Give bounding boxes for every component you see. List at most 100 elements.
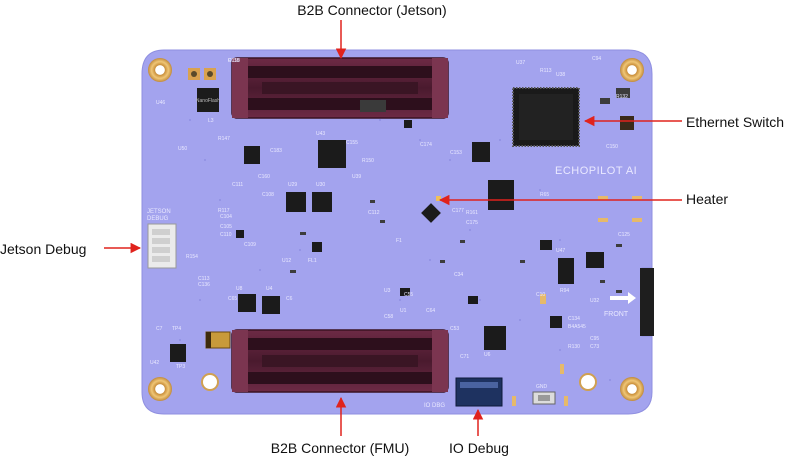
refdes-label: L3 — [208, 118, 214, 124]
refdes-label: U37 — [516, 60, 525, 66]
refdes-label: U43 — [316, 131, 325, 137]
refdes-label: C155 — [346, 140, 358, 146]
refdes-label: C113 — [198, 276, 210, 282]
refdes-label: C112 — [368, 210, 380, 216]
refdes-label: C55 — [404, 292, 413, 298]
refdes-label: B4A545 — [568, 324, 586, 330]
refdes-label: C134 — [568, 316, 580, 322]
callout-b2b-jetson: B2B Connector (Jetson) — [297, 2, 447, 18]
svg-text:NanoFlash: NanoFlash — [196, 98, 220, 104]
gnd-silk: GND — [536, 384, 548, 390]
refdes-label: C34 — [454, 272, 463, 278]
refdes-label: R65 — [540, 192, 549, 198]
jetson-debug-silk-1: JETSON — [147, 209, 171, 215]
refdes-label: C73 — [590, 344, 599, 350]
front-silk: FRONT — [604, 311, 629, 318]
passive-components — [290, 88, 642, 406]
ethernet-switch-chip — [512, 87, 580, 147]
refdes-label: U38 — [556, 72, 565, 78]
callout-io-debug: IO Debug — [449, 440, 509, 456]
refdes-label: U39 — [352, 174, 361, 180]
refdes-label: U42 — [150, 360, 159, 366]
io-dbg-silk: IO DBG — [424, 403, 445, 409]
refdes-label: F1 — [396, 238, 402, 244]
front-edge-connector — [610, 268, 654, 336]
refdes-label: C111 — [232, 182, 243, 188]
refdes-label: C10 — [536, 292, 545, 298]
refdes-label: C153 — [450, 150, 462, 156]
refdes-label: C58 — [384, 314, 393, 320]
b2b-connector-fmu — [231, 329, 449, 393]
gnd-pad — [532, 391, 556, 405]
refdes-label: C136 — [198, 282, 210, 288]
refdes-label: U50 — [178, 146, 187, 152]
heater-chip — [421, 196, 441, 223]
plated-holes — [201, 373, 597, 391]
refdes-label: U47 — [556, 248, 565, 254]
callout-jetson-debug: Jetson Debug — [0, 241, 87, 257]
refdes-label: R119 — [228, 58, 240, 64]
silkscreen-labels: ECHOPILOT AI JETSON DEBUG FRONT IO DBG G… — [147, 165, 637, 409]
io-debug-connector — [455, 377, 503, 407]
refdes-label: C160 — [258, 174, 270, 180]
refdes-label: R117 — [218, 208, 230, 214]
refdes-label: TP4 — [172, 326, 181, 332]
refdes-label: C177 — [452, 208, 464, 214]
refdes-label: C125 — [618, 232, 630, 238]
refdes-label: C71 — [460, 354, 469, 360]
refdes-label: R113 — [540, 68, 552, 74]
refdes-label: U29 — [288, 182, 297, 188]
mounting-hole-top-left — [148, 58, 172, 82]
ic-components — [170, 100, 604, 362]
refdes-label: C53 — [450, 326, 459, 332]
b2b-connector-jetson — [231, 57, 449, 119]
tantalum-capacitor — [205, 331, 231, 349]
refdes-label: C7 — [156, 326, 163, 332]
callout-ethernet-switch: Ethernet Switch — [686, 114, 785, 130]
refdes-label: R154 — [186, 254, 198, 260]
refdes-label: R150 — [362, 158, 374, 164]
refdes-label: C65 — [228, 296, 237, 302]
callout-heater: Heater — [686, 191, 729, 207]
mounting-hole-top-right — [620, 58, 644, 82]
refdes-label: C174 — [420, 142, 432, 148]
refdes-label: U30 — [316, 182, 325, 188]
refdes-label: C95 — [590, 336, 599, 342]
refdes-label: U8 — [236, 286, 243, 292]
refdes-label: R132 — [616, 94, 628, 100]
refdes-label: TP3 — [176, 364, 185, 370]
refdes-label: C108 — [262, 192, 274, 198]
mounting-hole-bottom-right — [620, 377, 644, 401]
refdes-label: C104 — [220, 214, 232, 220]
refdes-label: R94 — [560, 288, 569, 294]
refdes-label: C110 — [220, 232, 232, 238]
refdes-label: R130 — [568, 344, 580, 350]
nano-chip: NanoFlash — [196, 88, 220, 112]
refdes-label: R147 — [218, 136, 230, 142]
refdes-label: U46 — [156, 100, 165, 106]
brand-silkscreen: ECHOPILOT AI — [555, 165, 637, 177]
refdes-label: C158 — [228, 58, 240, 64]
refdes-label: R161 — [466, 210, 478, 216]
refdes-label: C183 — [270, 148, 282, 154]
refdes-label: C94 — [592, 56, 601, 62]
refdes-label: FL1 — [308, 258, 317, 264]
callout-b2b-fmu: B2B Connector (FMU) — [270, 440, 410, 456]
refdes-label: U32 — [590, 298, 599, 304]
refdes-label: U4 — [266, 286, 273, 292]
refdes-label: U6 — [484, 352, 491, 358]
jetson-debug-silk-2: DEBUG — [147, 216, 169, 222]
refdes-label: C64 — [426, 308, 435, 314]
refdes-label: C109 — [244, 242, 256, 248]
refdes-label: C175 — [466, 220, 478, 226]
refdes-label: C105 — [220, 224, 232, 230]
jetson-debug-connector — [147, 223, 177, 269]
test-pads — [188, 68, 216, 80]
refdes-label: U1 — [400, 308, 407, 314]
refdes-label: U3 — [384, 288, 391, 294]
refdes-label: C150 — [606, 144, 618, 150]
refdes-label: C6 — [286, 296, 293, 302]
refdes-label: U12 — [282, 258, 291, 264]
